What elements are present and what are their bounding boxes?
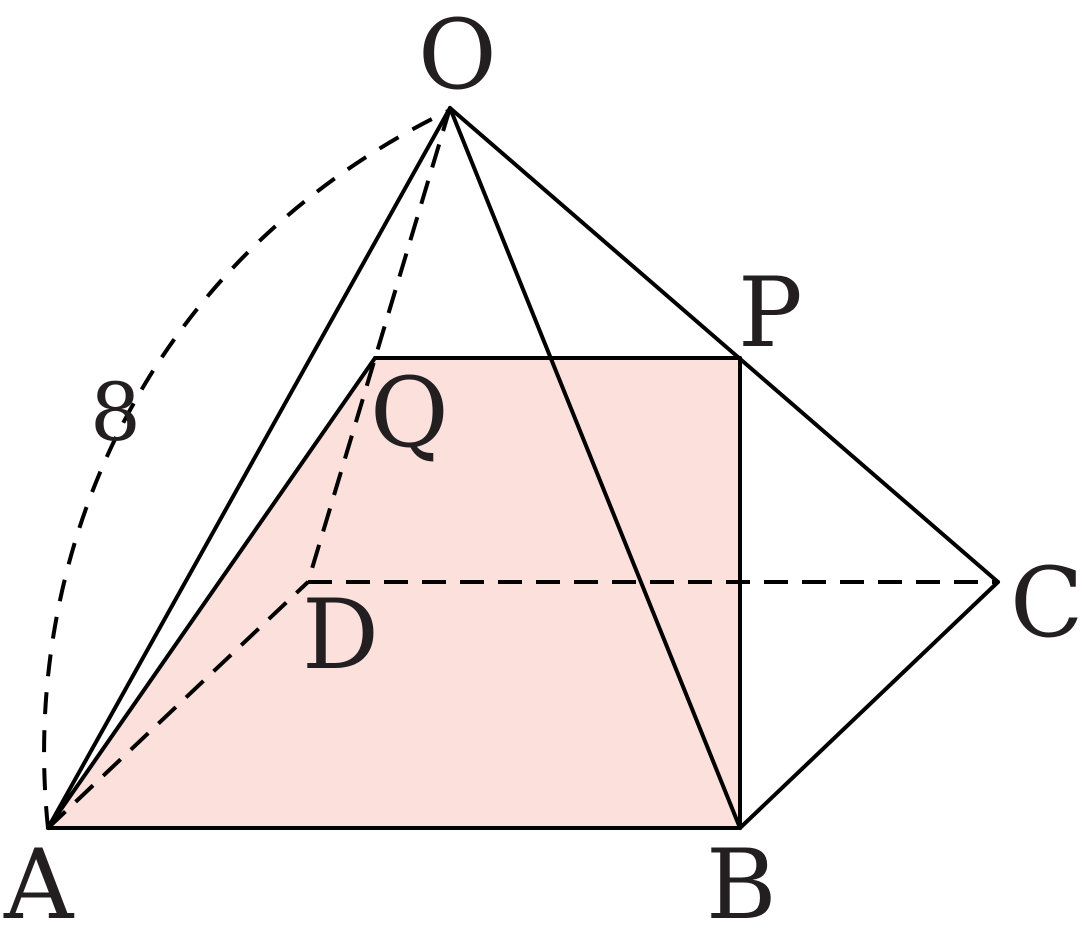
label-D: D <box>302 579 379 691</box>
section-ABPQ <box>48 358 740 828</box>
label-B: B <box>706 829 777 941</box>
label-O: O <box>418 0 497 111</box>
edge-OC <box>448 106 1000 584</box>
label-C: C <box>1010 547 1082 659</box>
label-P: P <box>738 257 803 369</box>
edge-BC <box>738 580 1000 830</box>
edge-OA <box>46 106 452 830</box>
label-A: A <box>3 829 75 941</box>
label-Q: Q <box>370 357 449 469</box>
edge-AD <box>46 580 310 830</box>
edge-length-label: 8 <box>90 366 141 459</box>
edge-OD <box>306 107 452 583</box>
edge-QA <box>46 356 377 830</box>
dimension-arc-AO <box>42 108 451 829</box>
edge-OB <box>448 106 742 830</box>
